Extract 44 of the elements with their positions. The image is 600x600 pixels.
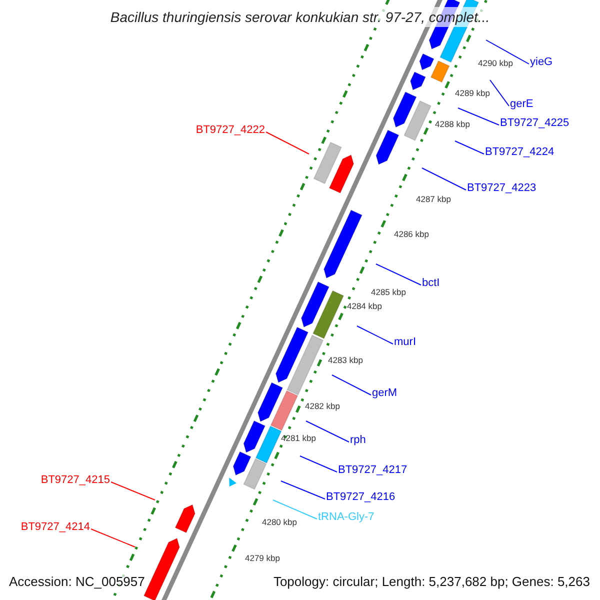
gene-label: BT9727_4215 xyxy=(40,474,110,487)
leader-line xyxy=(300,456,338,472)
leader-line xyxy=(486,40,530,64)
leader-line xyxy=(376,264,422,286)
leader-line xyxy=(454,140,484,154)
position-label: 4280 kbp xyxy=(262,517,297,527)
leader-line xyxy=(280,480,326,500)
position-label: 4285 kbp xyxy=(371,287,406,297)
leader-line xyxy=(356,326,394,344)
gene-label: BT9727_4222 xyxy=(196,124,265,137)
genome-summary-text: Topology: circular; Length: 5,237,682 bp; Genes: 5,263 xyxy=(273,574,590,590)
position-label: 4286 kbp xyxy=(394,229,429,239)
position-label: 4282 kbp xyxy=(305,401,340,411)
leader-line xyxy=(306,420,350,442)
position-label: 4290 kbp xyxy=(478,58,513,68)
leader-line xyxy=(266,132,310,154)
gene-label: murI xyxy=(394,336,416,349)
gene-label: rph xyxy=(350,434,366,447)
leader-line xyxy=(272,500,318,520)
position-label: 4287 kbp xyxy=(416,194,451,204)
position-label: 4284 kbp xyxy=(347,301,382,311)
gene-label: gerE xyxy=(510,98,534,111)
position-label: 4279 kbp xyxy=(245,553,280,563)
leader-line xyxy=(332,374,372,396)
gene-label: BT9727_4214 xyxy=(20,521,90,534)
gene-label: gerM xyxy=(372,387,398,400)
leader-line xyxy=(110,482,156,500)
gene-label: BT9727_4223 xyxy=(467,182,536,195)
position-label: 4281 kbp xyxy=(281,433,316,443)
gene-label: BT9727_4225 xyxy=(500,117,570,130)
leader-line xyxy=(90,528,136,548)
gene-label: BT9727_4217 xyxy=(338,464,408,477)
leader-line xyxy=(458,108,500,126)
leader-line xyxy=(490,80,510,106)
gene-label: BT9727_4224 xyxy=(485,146,554,159)
position-label: 4289 kbp xyxy=(455,88,490,98)
gene-label: tRNA-Gly-7 xyxy=(318,511,374,524)
leader-line xyxy=(422,168,466,190)
gene-label: bctI xyxy=(422,277,440,290)
position-label: 4283 kbp xyxy=(328,355,363,365)
accession-text: Accession: NC_005957 xyxy=(9,574,145,590)
position-label: 4288 kbp xyxy=(435,119,470,129)
gene-label: yieG xyxy=(530,56,553,69)
gene-label: BT9727_4216 xyxy=(326,491,396,504)
